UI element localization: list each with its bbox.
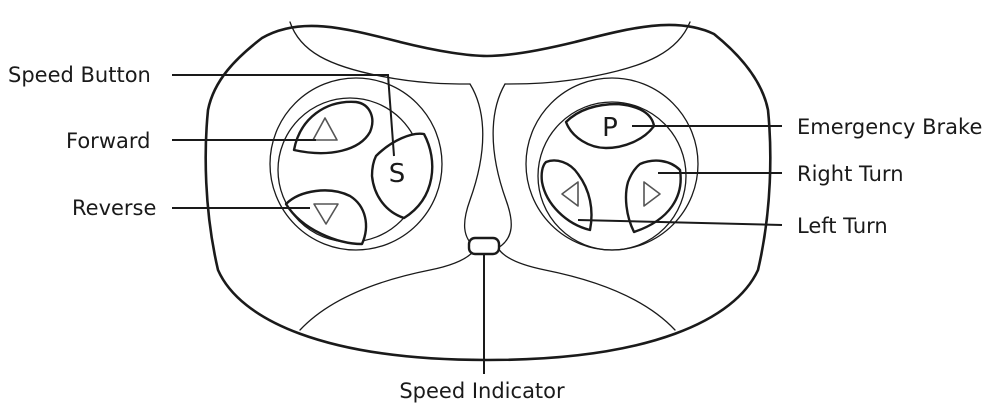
speed-button-letter: S: [389, 159, 406, 189]
triangle-right-icon: [643, 181, 661, 207]
bottom-ridge-right: [497, 247, 676, 331]
leader-left-turn: [577, 219, 783, 226]
callout-labels: Speed Button Forward Reverse Emergency B…: [8, 63, 982, 403]
forward-button[interactable]: [292, 100, 374, 155]
left-control-pad: S: [269, 77, 443, 251]
center-swoop-right: [492, 83, 512, 249]
label-reverse: Reverse: [72, 196, 156, 220]
triangle-up-icon: [312, 117, 338, 141]
triangle-left-icon: [561, 181, 579, 207]
label-speed-button: Speed Button: [8, 63, 151, 87]
center-swoop-left: [464, 83, 484, 249]
speed-indicator-light: [467, 236, 501, 256]
label-emergency-brake: Emergency Brake: [797, 115, 982, 139]
right-turn-button[interactable]: [624, 159, 682, 234]
left-pad-ring: [269, 77, 443, 251]
right-pad-inner-ring: [537, 101, 687, 251]
triangle-down-icon: [313, 203, 339, 225]
left-turn-button[interactable]: [540, 159, 593, 232]
leader-speed-button: [172, 74, 395, 157]
reverse-button[interactable]: [284, 189, 368, 246]
top-ridge-right: [504, 21, 691, 85]
park-button-letter: P: [602, 113, 618, 143]
label-speed-indicator: Speed Indicator: [399, 379, 565, 403]
remote-body: [204, 21, 772, 362]
speed-button[interactable]: S: [370, 132, 434, 220]
leader-lines: [172, 74, 783, 374]
emergency-brake-button[interactable]: P: [564, 102, 656, 150]
remote-outline: [204, 23, 772, 362]
bottom-ridge-left: [299, 247, 477, 331]
label-forward: Forward: [66, 129, 150, 153]
right-control-pad: P: [525, 77, 699, 251]
label-left-turn: Left Turn: [797, 214, 888, 238]
label-right-turn: Right Turn: [797, 162, 904, 186]
